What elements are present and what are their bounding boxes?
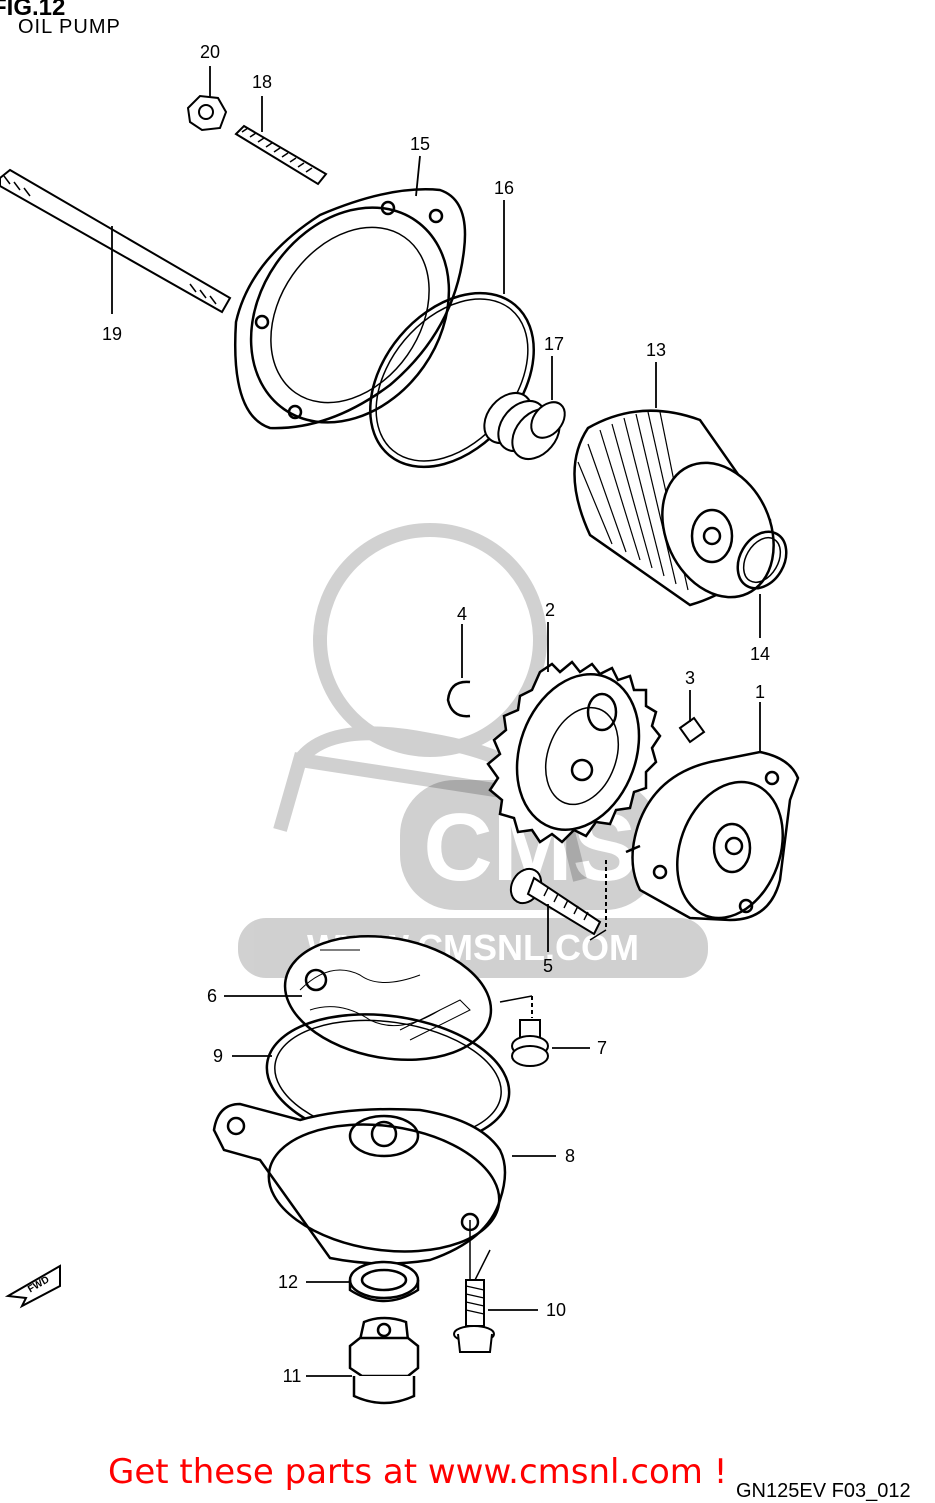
callout-15: 15 xyxy=(410,134,430,154)
callout-11: 11 xyxy=(283,1366,302,1386)
figure-label: FIG.12 xyxy=(0,0,66,21)
part-5-screw xyxy=(509,860,607,941)
part-10-bolt xyxy=(453,1279,495,1353)
part-12-washer xyxy=(348,1260,420,1303)
callout-3: 3 xyxy=(685,668,695,688)
part-2-gear xyxy=(486,660,662,844)
part-3-pin xyxy=(678,716,706,744)
callout-10: 10 xyxy=(546,1300,566,1320)
callout-5: 5 xyxy=(543,956,553,976)
part-15-gasket-plate xyxy=(234,188,467,430)
callout-7: 7 xyxy=(597,1038,607,1058)
callout-17: 17 xyxy=(544,334,564,354)
callout-9: 9 xyxy=(213,1046,223,1066)
part-11-drain-plug xyxy=(348,1316,420,1405)
leader-lines xyxy=(111,66,761,1377)
callout-8: 8 xyxy=(565,1146,575,1166)
buy-parts-link[interactable]: Get these parts at www.cmsnl.com ! xyxy=(108,1452,728,1492)
callout-13: 13 xyxy=(646,340,666,360)
callout-12: 12 xyxy=(278,1272,298,1292)
part-7-bolt xyxy=(499,995,549,1067)
callout-20: 20 xyxy=(200,42,220,62)
callout-19: 19 xyxy=(102,324,122,344)
part-4-circlip xyxy=(446,680,471,718)
callout-14: 14 xyxy=(750,644,770,664)
callout-4: 4 xyxy=(457,604,467,624)
callout-1: 1 xyxy=(755,682,765,702)
part-19-long-stud xyxy=(0,168,232,314)
part-18-stud xyxy=(234,124,328,186)
part-20-nut xyxy=(186,94,228,132)
part-8-cover xyxy=(212,1102,507,1291)
part-1-oil-pump xyxy=(625,750,800,922)
callout-16: 16 xyxy=(494,178,514,198)
callout-18: 18 xyxy=(252,72,272,92)
figure-title: OIL PUMP xyxy=(18,16,121,38)
callout-labels: 20 18 15 16 19 17 13 14 4 2 3 1 5 6 7 9 … xyxy=(102,42,770,1386)
part-13-oil-filter xyxy=(573,409,775,607)
fwd-direction-arrow-icon: FWD xyxy=(4,1264,61,1309)
part-17-spring xyxy=(483,391,566,461)
callout-2: 2 xyxy=(545,600,555,620)
drawing-code: GN125EV F03_012 xyxy=(736,1480,911,1502)
part-14-o-ring xyxy=(736,530,788,590)
callout-6: 6 xyxy=(207,986,217,1006)
